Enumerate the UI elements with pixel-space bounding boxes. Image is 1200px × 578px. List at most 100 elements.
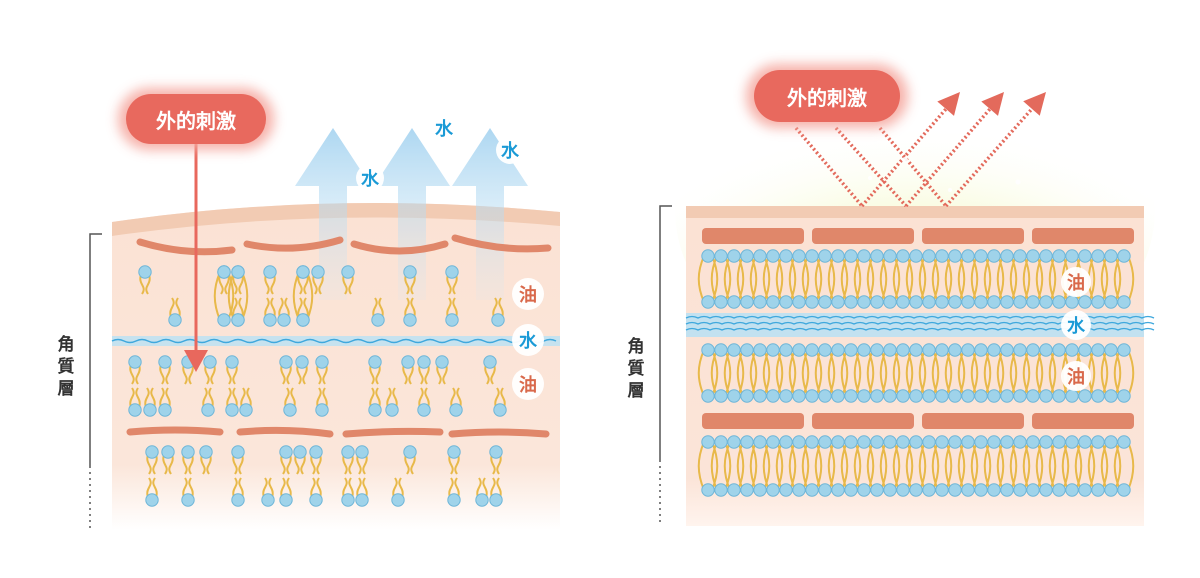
lipid-molecule <box>295 355 309 385</box>
lipid-molecule <box>710 249 732 309</box>
lipid-molecule <box>138 265 152 295</box>
stimulus-arrow-head-icon <box>184 350 208 372</box>
oil-badge-left-lower-text: 油 <box>519 374 537 396</box>
right-lipid-layer <box>697 228 1135 497</box>
lipid-molecule <box>762 249 784 309</box>
lipid-molecule <box>710 435 732 497</box>
lipid-molecule <box>447 477 461 507</box>
lipid-molecule <box>749 435 771 497</box>
water-band-left <box>111 336 560 346</box>
lipid-molecule <box>1048 435 1070 497</box>
lipid-molecule <box>944 343 966 403</box>
lipid-molecule <box>231 477 245 507</box>
lipid-molecule <box>853 435 875 497</box>
stimulus-label-left: 外的刺激 <box>156 109 236 133</box>
lipid-molecule <box>918 343 940 403</box>
lipid-molecule <box>201 387 215 417</box>
lipid-molecule <box>905 343 927 403</box>
lipid-molecule <box>1087 435 1109 497</box>
lipid-molecule <box>957 343 979 403</box>
lipid-molecule <box>736 249 758 309</box>
lipid-molecule <box>158 387 172 417</box>
stratum-label-right-3: 層 <box>628 381 645 401</box>
lipid-molecule <box>1113 435 1135 497</box>
lipid-molecule <box>1074 435 1096 497</box>
arrow-head-icon <box>937 92 960 116</box>
lipid-molecule <box>213 265 235 327</box>
corneocyte <box>126 426 224 436</box>
corneocyte <box>702 228 804 244</box>
left-skin-surface-band <box>112 203 560 236</box>
lipid-molecule <box>1035 249 1057 309</box>
lipid-molecule <box>723 343 745 403</box>
lipid-molecule <box>261 477 275 507</box>
lipid-molecule <box>840 249 862 309</box>
lipid-molecule <box>368 355 382 385</box>
arrow-head-icon <box>1023 92 1046 116</box>
lipid-molecule <box>827 343 849 403</box>
lipid-molecule <box>905 435 927 497</box>
lipid-molecule <box>181 477 195 507</box>
lipid-molecule <box>355 445 369 475</box>
oil-badge-left-upper: 油 <box>512 278 544 310</box>
lipid-molecule <box>1087 249 1109 309</box>
lipid-molecule <box>970 343 992 403</box>
corneocyte <box>448 428 550 438</box>
lipid-molecule <box>279 355 293 385</box>
lipid-molecule <box>814 343 836 403</box>
corneocyte <box>922 413 1024 429</box>
lipid-molecule <box>385 387 399 417</box>
lipid-molecule <box>814 435 836 497</box>
lipid-molecule <box>970 249 992 309</box>
lipid-molecule <box>128 387 142 417</box>
lipid-molecule <box>315 387 329 417</box>
lipid-molecule <box>1113 249 1135 309</box>
lipid-molecule <box>866 343 888 403</box>
lipid-molecule <box>957 435 979 497</box>
lipid-molecule <box>489 477 503 507</box>
lipid-molecule <box>128 355 142 385</box>
lipid-molecule <box>879 249 901 309</box>
lipid-molecule <box>1035 435 1057 497</box>
lipid-molecule <box>199 445 213 475</box>
lipid-molecule <box>1009 249 1031 309</box>
lipid-molecule <box>1009 343 1031 403</box>
lipid-molecule <box>1022 343 1044 403</box>
reflected-stimulus-arrows <box>794 92 1046 208</box>
lipid-molecule <box>801 249 823 309</box>
lipid-molecule <box>996 435 1018 497</box>
corneocyte <box>1032 413 1134 429</box>
oil-badge-right-upper: 油 <box>1061 267 1091 297</box>
lipid-molecule <box>944 249 966 309</box>
lipid-molecule <box>227 265 249 327</box>
lipid-molecule <box>1087 343 1109 403</box>
lipid-molecule <box>775 435 797 497</box>
oil-badge-left-upper-text: 油 <box>519 284 537 306</box>
lipid-molecule <box>341 445 355 475</box>
lipid-molecule <box>931 249 953 309</box>
corneocyte <box>136 238 236 256</box>
lipid-molecule <box>231 445 245 475</box>
reflected-arrow-1 <box>794 92 960 208</box>
water-evaporation-arrow-2 <box>374 128 450 300</box>
lipid-molecule <box>1100 343 1122 403</box>
lipid-molecule <box>749 249 771 309</box>
lipid-molecule <box>788 249 810 309</box>
water-vapor-badge-1: 水 <box>430 114 458 142</box>
corneocyte <box>342 427 444 438</box>
lipid-molecule <box>814 249 836 309</box>
lipid-molecule <box>449 387 463 417</box>
lipid-molecule <box>143 387 157 417</box>
corneocyte <box>702 413 804 429</box>
lipid-molecule <box>970 435 992 497</box>
lipid-molecule <box>892 249 914 309</box>
lipid-molecule <box>710 343 732 403</box>
lipid-molecule <box>445 297 459 327</box>
corneocyte <box>1032 228 1134 244</box>
lipid-molecule <box>263 265 277 295</box>
lipid-molecule <box>827 435 849 497</box>
water-badge-left-text: 水 <box>519 330 538 352</box>
lipid-molecule <box>417 355 431 385</box>
lipid-molecule <box>491 297 505 327</box>
lipid-molecule <box>483 355 497 385</box>
